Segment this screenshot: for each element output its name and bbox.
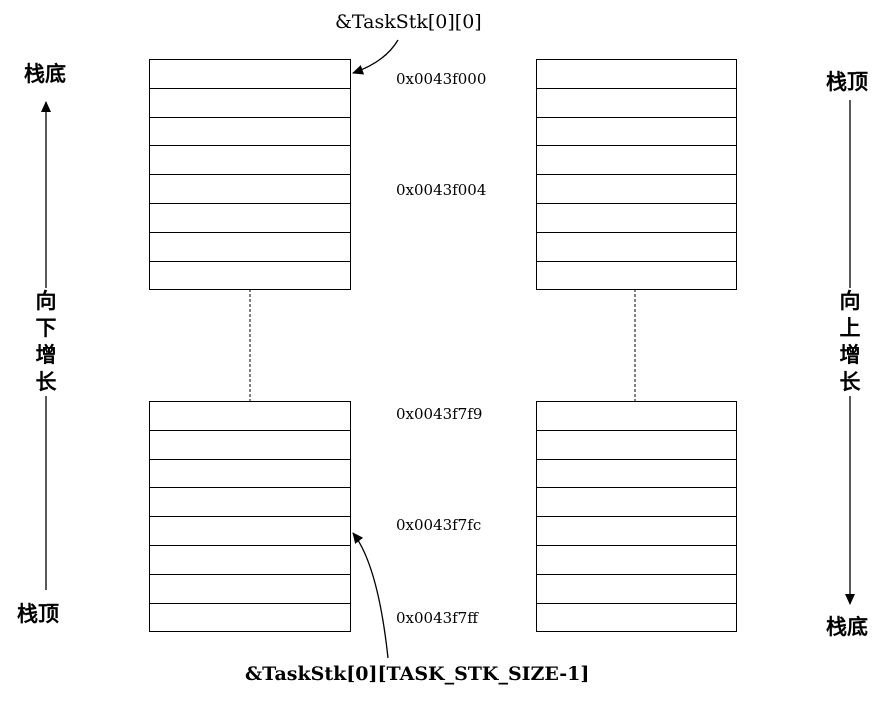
left-bottom-stack-block-cell-7 [150, 575, 350, 604]
right-bottom-stack-block-cell-2 [537, 431, 736, 460]
last-element-pointer-label: &TaskStk[0][TASK_STK_SIZE-1] [245, 663, 590, 685]
right-top-stack-block-cell-1 [537, 60, 736, 89]
address-label-1: 0x0043f000 [396, 70, 487, 88]
address-label-3: 0x0043f7f9 [396, 405, 483, 423]
left-bottom-stack-block-cell-1 [150, 402, 350, 431]
left-direction-char-3: 增 [35, 343, 57, 367]
left-direction-char-2: 下 [35, 316, 57, 340]
left-top-stack-block-cell-8 [150, 262, 350, 291]
left-axis-direction-text: 向 下 增 长 [34, 288, 58, 396]
address-label-4: 0x0043f7fc [396, 516, 482, 534]
first-element-pointer-arrow [352, 39, 399, 75]
left-top-stack-block-cell-4 [150, 146, 350, 176]
left-bottom-stack-block-cell-3 [150, 460, 350, 489]
right-top-stack-block-cell-6 [537, 204, 736, 233]
right-direction-char-1: 向 [839, 289, 861, 313]
right-axis-bottom-label: 栈底 [826, 615, 868, 639]
address-label-2: 0x0043f004 [396, 181, 487, 199]
right-axis-top-label: 栈顶 [826, 70, 868, 94]
right-top-stack-block-cell-2 [537, 89, 736, 118]
left-top-stack-block-cell-6 [150, 204, 350, 233]
left-bottom-stack-block-cell-5 [150, 517, 350, 546]
left-bottom-stack-block-cell-6 [150, 546, 350, 575]
first-element-pointer-label: &TaskStk[0][0] [335, 11, 482, 33]
left-direction-char-1: 向 [35, 289, 57, 313]
right-bottom-stack-block-cell-1 [537, 402, 736, 431]
right-bottom-stack-block-cell-7 [537, 575, 736, 604]
left-axis-top-label: 栈底 [24, 62, 66, 86]
right-top-stack-block-cell-7 [537, 233, 736, 262]
right-direction-char-2: 上 [839, 316, 861, 340]
right-bottom-stack-block [536, 401, 737, 632]
right-top-stack-block-cell-4 [537, 146, 736, 176]
left-direction-char-4: 长 [35, 370, 57, 394]
right-bottom-stack-block-cell-3 [537, 460, 736, 489]
right-top-stack-block-cell-5 [537, 175, 736, 204]
left-bottom-stack-block-cell-8 [150, 604, 350, 633]
left-bottom-stack-block [149, 401, 351, 632]
right-direction-char-3: 增 [839, 343, 861, 367]
left-top-stack-block-cell-5 [150, 175, 350, 204]
right-bottom-stack-block-cell-5 [537, 517, 736, 546]
right-top-stack-block-cell-8 [537, 262, 736, 291]
right-bottom-stack-block-cell-8 [537, 604, 736, 633]
left-top-stack-block-cell-1 [150, 60, 350, 89]
right-top-stack-block-cell-3 [537, 118, 736, 147]
right-bottom-stack-block-cell-4 [537, 488, 736, 518]
right-axis-direction-text: 向 上 增 长 [838, 288, 862, 396]
right-top-stack-block [536, 59, 737, 290]
left-bottom-stack-block-cell-2 [150, 431, 350, 460]
address-label-5: 0x0043f7ff [396, 609, 478, 627]
left-top-stack-block [149, 59, 351, 290]
left-bottom-stack-block-cell-4 [150, 488, 350, 518]
left-top-stack-block-cell-2 [150, 89, 350, 118]
left-axis-bottom-label: 栈顶 [17, 602, 59, 626]
right-bottom-stack-block-cell-6 [537, 546, 736, 575]
right-direction-char-4: 长 [839, 370, 861, 394]
left-top-stack-block-cell-7 [150, 233, 350, 262]
left-top-stack-block-cell-3 [150, 118, 350, 147]
last-element-pointer-arrow [352, 532, 389, 659]
